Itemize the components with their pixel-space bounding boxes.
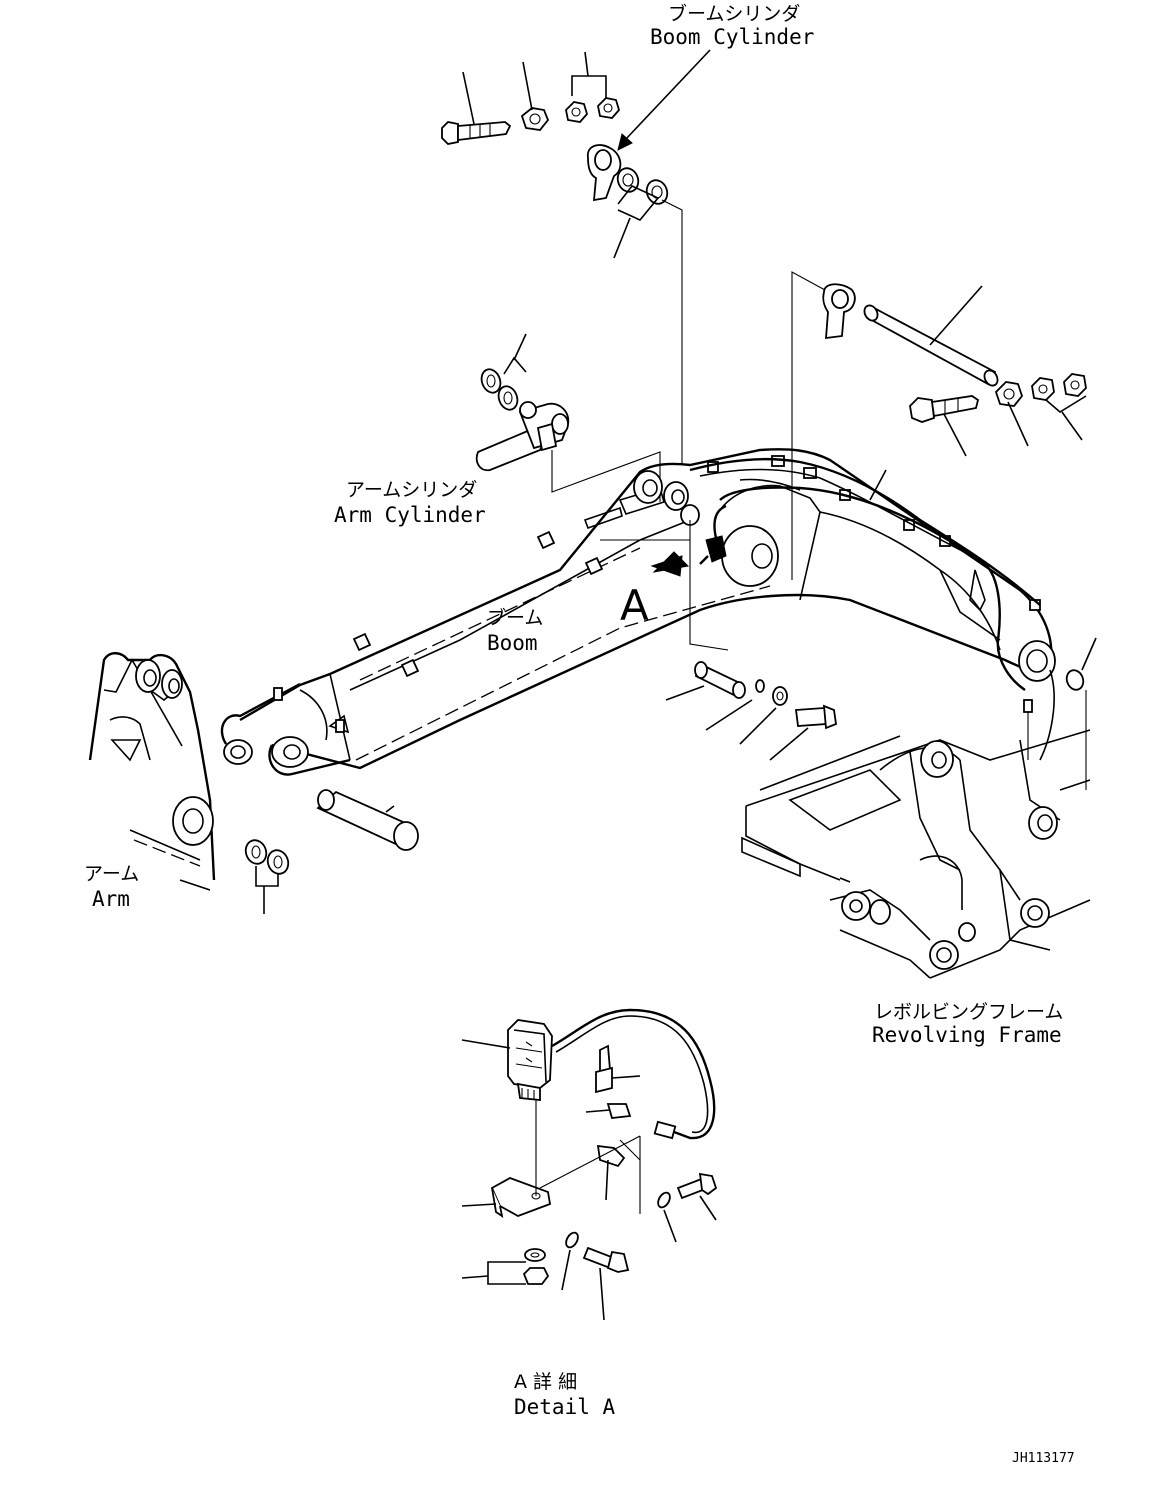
- arm-cylinder-label-jp: アームシリンダ: [346, 479, 477, 501]
- boom-cylinder-hardware: [441, 49, 711, 465]
- boom-pin-middle: [694, 661, 746, 699]
- view-marker-a: A: [620, 581, 649, 630]
- boom-pin-nut: [520, 107, 550, 131]
- boom-foot-hardware: [791, 271, 1087, 580]
- boom-cylinder-label-jp: ブームシリンダ: [668, 2, 800, 25]
- detail-label-en: Detail A: [514, 1395, 616, 1419]
- arm-cylinder-bushings: [480, 333, 527, 411]
- sensor-on-boom: [699, 504, 727, 565]
- arm-label-jp: アーム: [84, 863, 139, 885]
- boom-foot-nut: [994, 381, 1024, 407]
- boom-wire-clamps: [352, 455, 1041, 678]
- boom-pin-washers: [565, 97, 621, 123]
- boom-foot-washers: [1031, 373, 1087, 413]
- boom: A: [220, 448, 1056, 851]
- view-arrow-a: [600, 539, 690, 577]
- work-light: [507, 1019, 553, 1101]
- boom-cylinder-rod-end: [587, 144, 622, 202]
- detail-label-jp: A 詳 細: [514, 1371, 577, 1393]
- boom-label-jp: ブーム: [487, 606, 543, 629]
- boom-cylinder-label-en: Boom Cylinder: [650, 25, 814, 49]
- boom-foot-bolt: [909, 395, 980, 423]
- boom-label-en: Boom: [487, 631, 538, 655]
- arm-cylinder-rod-end: [475, 401, 570, 472]
- arm-cylinder-parts: [475, 333, 661, 502]
- boom-pin-hardware-middle: [665, 520, 837, 761]
- drawing-number: JH113177: [1012, 1451, 1075, 1466]
- light-bracket: [490, 1177, 552, 1218]
- boom-pin-middle-bolt: [794, 704, 837, 730]
- revolving-frame-label-jp: レボルビングフレーム: [874, 1001, 1063, 1023]
- arm: [88, 652, 290, 914]
- boom-pin-bolt: [441, 121, 512, 145]
- arm-label-en: Arm: [92, 887, 130, 911]
- revolving-frame: [741, 637, 1097, 979]
- boom-foot-bushing: [822, 283, 856, 340]
- boom-cylinder-bushings: [613, 167, 669, 259]
- arm-cylinder-label-en: Arm Cylinder: [334, 503, 486, 527]
- boom-foot-pin: [863, 304, 999, 387]
- revolving-frame-label-en: Revolving Frame: [872, 1023, 1062, 1047]
- detail-a: [461, 1008, 718, 1321]
- detail-bolt-2: [676, 1172, 718, 1200]
- detail-bolt-1: [582, 1246, 630, 1273]
- cable-clips: [585, 1044, 641, 1201]
- arm-pin-bushings: [244, 839, 290, 914]
